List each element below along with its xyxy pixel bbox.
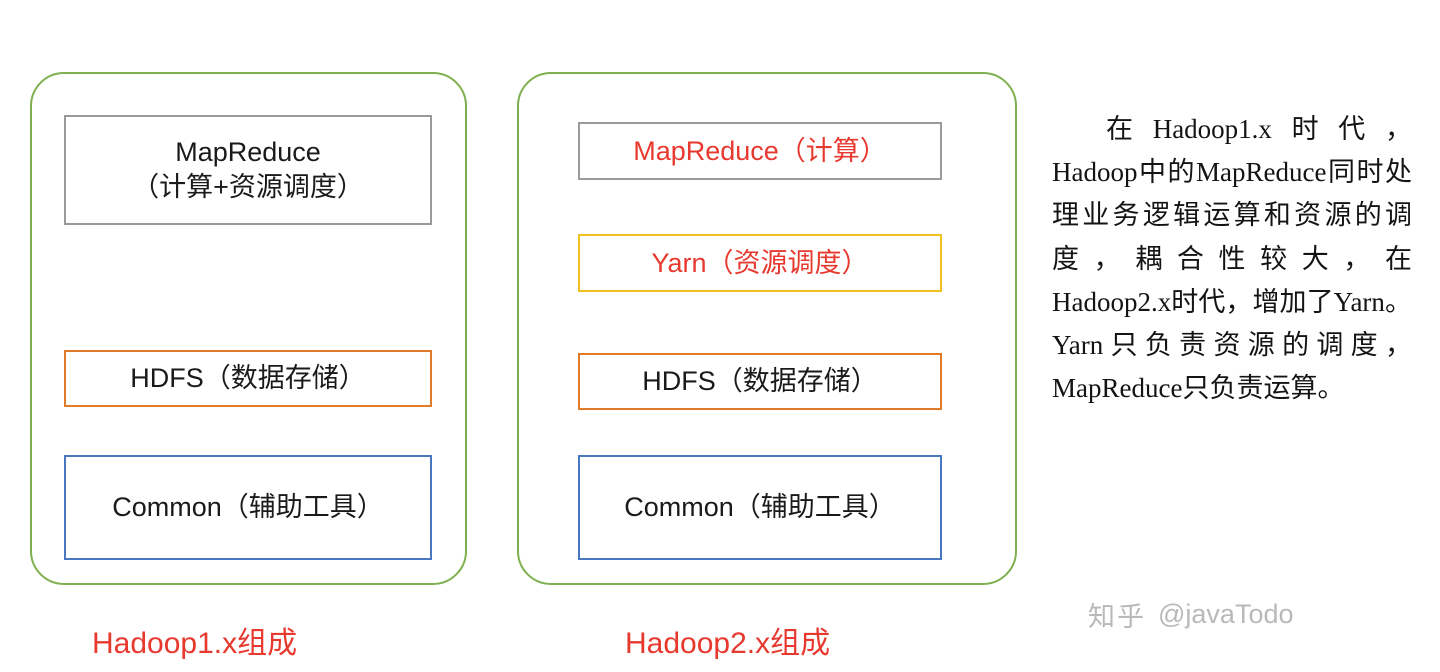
hadoop1-caption: Hadoop1.x组成 bbox=[92, 627, 298, 660]
watermark-handle: @javaTodo bbox=[1158, 599, 1294, 629]
hadoop1-mapreduce-line1: MapReduce bbox=[175, 137, 321, 168]
hadoop2-common-label: Common（辅助工具） bbox=[624, 492, 896, 523]
hadoop2-mapreduce-label: MapReduce（计算） bbox=[633, 135, 887, 166]
hadoop1-layer-hdfs: HDFS（数据存储） bbox=[64, 350, 432, 407]
hadoop1-layer-common: Common（辅助工具） bbox=[64, 455, 432, 560]
hadoop1-common-label: Common（辅助工具） bbox=[112, 492, 384, 523]
hadoop2-caption: Hadoop2.x组成 bbox=[625, 627, 831, 660]
hadoop2-layer-hdfs: HDFS（数据存储） bbox=[578, 353, 942, 410]
watermark-logo: 知乎 bbox=[1088, 602, 1146, 632]
hadoop2-layer-common: Common（辅助工具） bbox=[578, 455, 942, 560]
hadoop1-mapreduce-line2: （计算+资源调度） bbox=[132, 172, 364, 202]
hadoop1-hdfs-label: HDFS（数据存储） bbox=[130, 363, 366, 394]
hadoop1-layer-mapreduce: MapReduce （计算+资源调度） bbox=[64, 115, 432, 225]
hadoop2-layer-yarn: Yarn（资源调度） bbox=[578, 234, 942, 292]
explanation-text: 在Hadoop1.x时代，Hadoop中的MapReduce同时处理业务逻辑运算… bbox=[1052, 108, 1412, 410]
watermark: 知乎 @javaTodo bbox=[1088, 595, 1294, 634]
explanation-paragraph: 在Hadoop1.x时代，Hadoop中的MapReduce同时处理业务逻辑运算… bbox=[1052, 114, 1412, 404]
hadoop2-layer-mapreduce: MapReduce（计算） bbox=[578, 122, 942, 180]
hadoop2-hdfs-label: HDFS（数据存储） bbox=[642, 366, 878, 397]
hadoop2-yarn-label: Yarn（资源调度） bbox=[651, 247, 869, 278]
